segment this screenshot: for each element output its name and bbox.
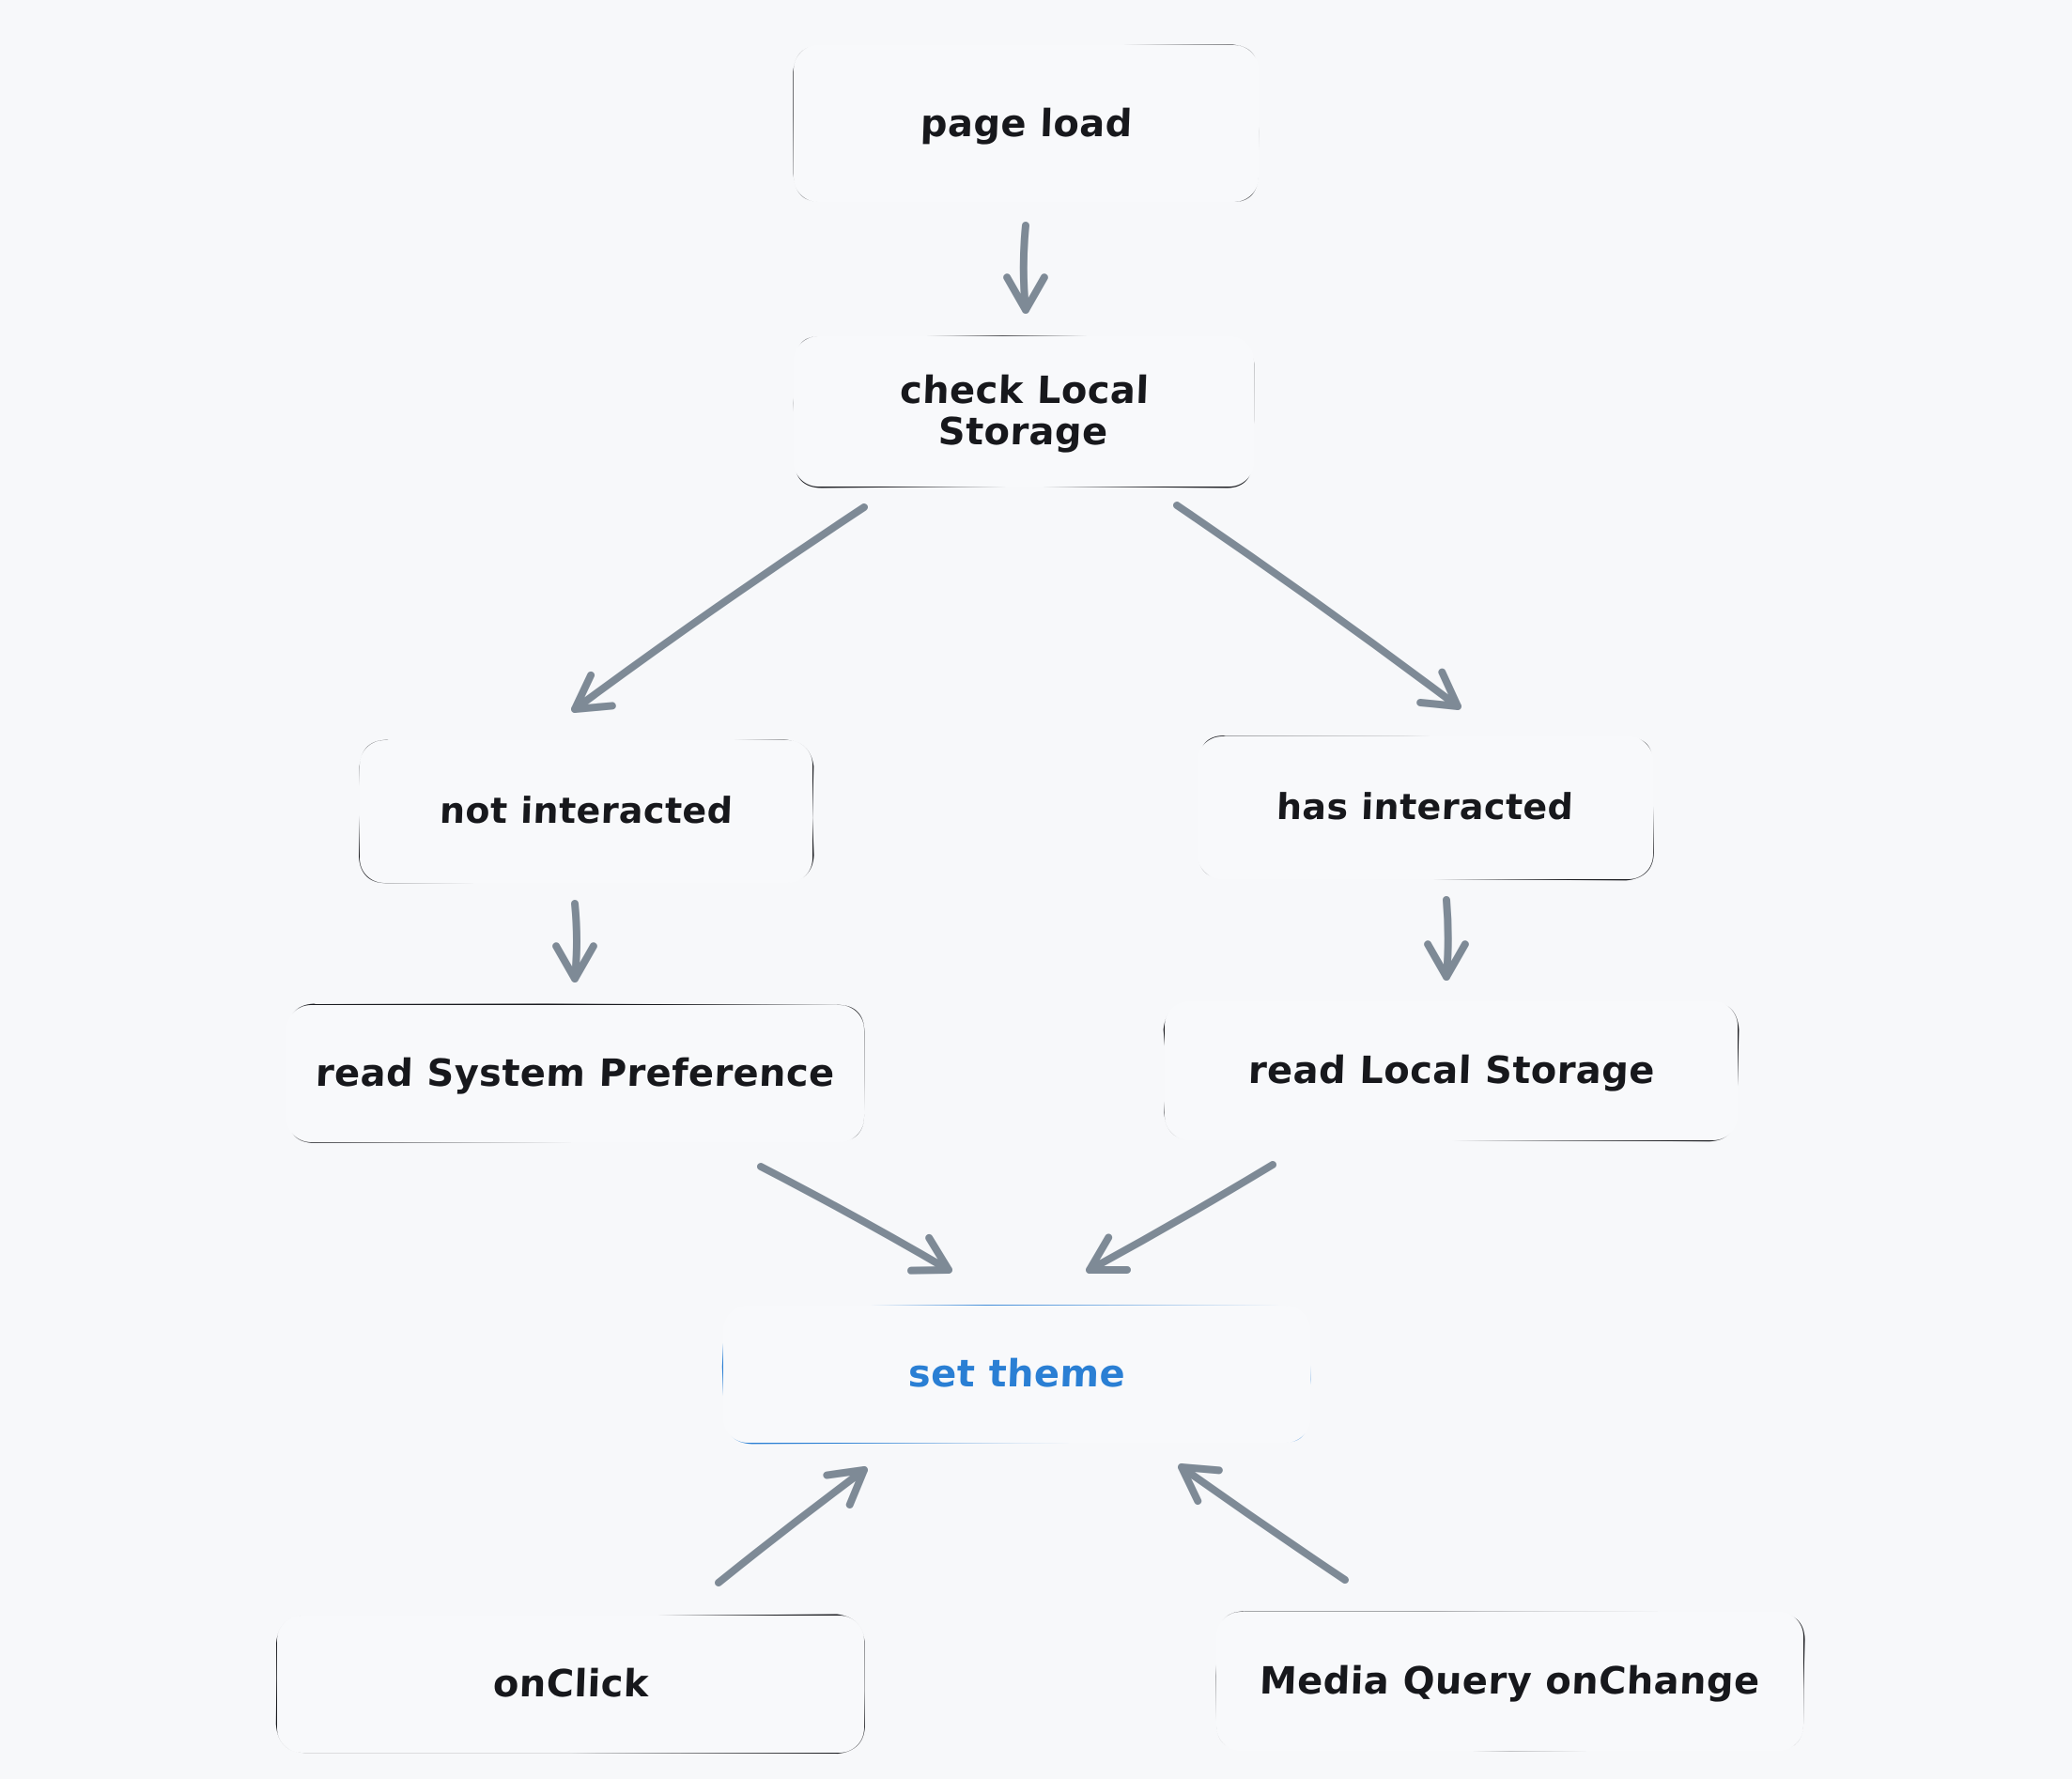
- edge-shaft: [715, 1466, 868, 1586]
- node-not-interacted[interactable]: not interacted: [360, 740, 812, 883]
- edge-edge-check-to-not-interacted: [571, 503, 868, 713]
- node-label-page-load: page load: [919, 101, 1134, 146]
- node-check-local-storage[interactable]: check Local Storage: [794, 336, 1254, 487]
- edge-edge-read-system-to-set-theme: [757, 1163, 952, 1275]
- edge-arrowhead: [907, 1233, 952, 1275]
- edge-edge-media-query-to-set-theme: [1178, 1463, 1349, 1584]
- node-read-local-storage[interactable]: read Local Storage: [1165, 1001, 1738, 1140]
- node-on-click[interactable]: onClick: [277, 1616, 864, 1753]
- edge-edge-has-interacted-to-read-local: [1424, 896, 1469, 981]
- edge-shaft: [571, 900, 580, 982]
- edge-shaft: [571, 503, 868, 713]
- edge-shaft: [1019, 222, 1029, 314]
- node-read-system-preference[interactable]: read System Preference: [286, 1005, 864, 1142]
- edge-shaft: [757, 1163, 952, 1274]
- node-media-query-onchange[interactable]: Media Query onChange: [1216, 1612, 1803, 1751]
- edge-shaft: [1173, 502, 1461, 710]
- node-label-media-query-onchange: Media Query onChange: [1259, 1660, 1761, 1703]
- edge-edge-check-to-has-interacted: [1173, 502, 1461, 710]
- node-label-set-theme: set theme: [907, 1353, 1126, 1396]
- node-label-check-local-storage: check Local Storage: [899, 369, 1151, 454]
- edge-arrowhead: [1424, 940, 1469, 981]
- edge-arrowhead: [823, 1466, 868, 1508]
- node-has-interacted[interactable]: has interacted: [1198, 736, 1653, 879]
- node-page-load[interactable]: page load: [794, 45, 1259, 202]
- edge-edge-not-interacted-to-read-system: [552, 900, 597, 982]
- node-label-read-system-preference: read System Preference: [315, 1052, 836, 1095]
- edge-edge-page-load-to-check: [1003, 222, 1048, 314]
- node-label-has-interacted: has interacted: [1276, 786, 1575, 828]
- edge-arrowhead: [1178, 1463, 1223, 1506]
- edge-arrowhead: [1416, 668, 1461, 710]
- edge-edge-on-click-to-set-theme: [715, 1466, 868, 1586]
- node-label-not-interacted: not interacted: [439, 790, 734, 832]
- edge-edge-read-local-to-set-theme: [1086, 1161, 1276, 1274]
- edge-arrowhead: [1003, 273, 1048, 314]
- edge-shaft: [1086, 1161, 1276, 1274]
- edge-shaft: [1178, 1463, 1349, 1584]
- edge-arrowhead: [552, 942, 597, 982]
- edge-arrowhead: [1086, 1233, 1131, 1274]
- node-label-on-click: onClick: [491, 1663, 650, 1706]
- node-set-theme[interactable]: set theme: [723, 1306, 1310, 1443]
- edge-arrowhead: [571, 671, 616, 713]
- node-label-read-local-storage: read Local Storage: [1246, 1049, 1656, 1092]
- edge-shaft: [1443, 896, 1452, 981]
